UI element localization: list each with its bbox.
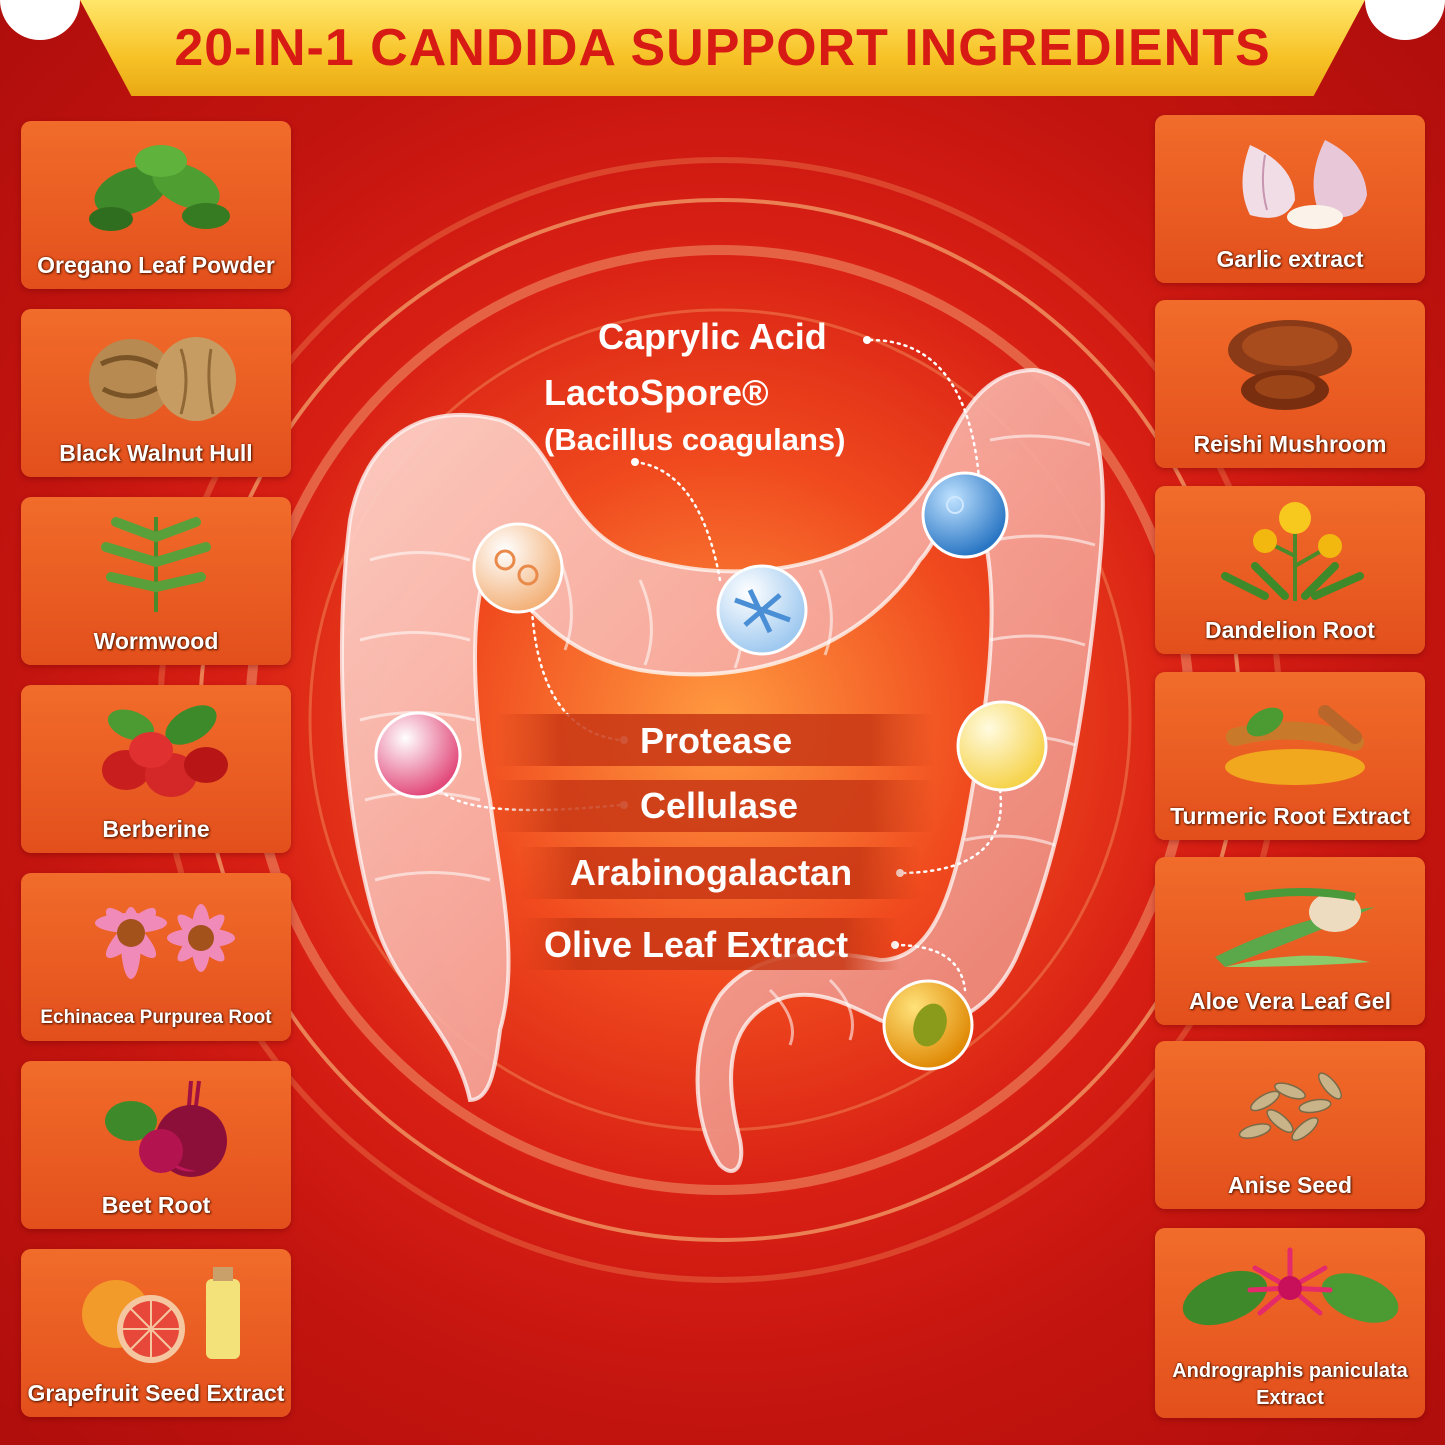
grapefruit-icon: [82, 1267, 240, 1363]
card-label-line2: Extract: [1256, 1387, 1324, 1409]
card-label: Wormwood: [93, 628, 219, 654]
ingredient-card-grapefruit: Grapefruit Seed Extract: [21, 1249, 291, 1417]
card-label: Beet Root: [101, 1192, 211, 1218]
ingredient-card-garlic: Garlic extract: [1155, 115, 1425, 283]
aloe-icon: [1215, 888, 1375, 967]
card-label: Oregano Leaf Powder: [37, 252, 275, 278]
card-label: Black Walnut Hull: [59, 440, 253, 466]
caprylic-sphere: [921, 471, 1009, 559]
ingredient-card-echinacea: Echinacea Purpurea Root: [21, 873, 291, 1041]
ingredient-card-walnut: Black Walnut Hull: [21, 309, 291, 477]
turmeric-icon: [1225, 705, 1365, 785]
dandelion-icon: [1221, 502, 1364, 601]
ingredient-card-berberine: Berberine: [21, 685, 291, 853]
card-label-line1: Andrographis paniculata: [1172, 1360, 1408, 1382]
ingredient-card-beet: Beet Root: [21, 1061, 291, 1229]
card-label: Garlic extract: [1216, 246, 1364, 272]
beet-icon: [105, 1080, 227, 1177]
ingredient-card-oregano: Oregano Leaf Powder: [21, 121, 291, 289]
bacillus-label: (Bacillus coagulans): [544, 422, 846, 457]
title-banner: 20-IN-1 CANDIDA SUPPORT INGREDIENTS: [80, 0, 1365, 96]
olive-band: [520, 918, 900, 970]
card-label: Anise Seed: [1228, 1172, 1352, 1198]
ingredient-card-wormwood: Wormwood: [21, 497, 291, 665]
oregano-leaf-icon: [89, 145, 230, 231]
andrographis-flower-icon: [1182, 1247, 1399, 1326]
card-label: Echinacea Purpurea Root: [40, 1007, 272, 1028]
echinacea-flower-icon: [95, 904, 235, 979]
ingredient-card-reishi: Reishi Mushroom: [1155, 300, 1425, 468]
lactospore-label: LactoSpore®: [544, 372, 769, 413]
card-label: Andrographis paniculata Extract: [1159, 1358, 1421, 1412]
card-label: Grapefruit Seed Extract: [27, 1380, 285, 1406]
protease-label: Protease: [640, 720, 793, 761]
ingredient-card-dandelion: Dandelion Root: [1155, 486, 1425, 654]
arabinogalactan-sphere: [956, 700, 1048, 792]
ingredient-card-andrographis: Andrographis paniculata Extract: [1155, 1228, 1425, 1418]
protease-sphere: [472, 522, 564, 614]
arabinogalactan-label: Arabinogalactan: [570, 852, 853, 893]
card-label: Dandelion Root: [1205, 617, 1375, 643]
mushroom-icon: [1228, 320, 1352, 410]
ingredient-card-aloe: Aloe Vera Leaf Gel: [1155, 857, 1425, 1025]
card-label: Turmeric Root Extract: [1170, 803, 1410, 829]
caprylic-label: Caprylic Acid: [598, 316, 827, 357]
walnut-icon: [89, 337, 236, 421]
ingredient-card-anise: Anise Seed: [1155, 1041, 1425, 1209]
protease-band: [495, 714, 935, 766]
cellulase-label: Cellulase: [640, 785, 799, 826]
wormwood-icon: [101, 517, 211, 612]
berry-icon: [102, 705, 228, 797]
page-title: 20-IN-1 CANDIDA SUPPORT INGREDIENTS: [174, 19, 1271, 77]
ingredient-card-turmeric: Turmeric Root Extract: [1155, 672, 1425, 840]
cellulase-band: [495, 780, 935, 832]
olive-label: Olive Leaf Extract: [544, 924, 849, 965]
card-label: Aloe Vera Leaf Gel: [1189, 988, 1391, 1014]
garlic-icon: [1242, 140, 1367, 229]
cellulase-sphere: [374, 711, 462, 799]
anise-seed-icon: [1238, 1072, 1343, 1142]
arabinogalactan-band: [520, 847, 920, 899]
card-label: Berberine: [102, 816, 210, 842]
card-label: Reishi Mushroom: [1193, 431, 1387, 457]
